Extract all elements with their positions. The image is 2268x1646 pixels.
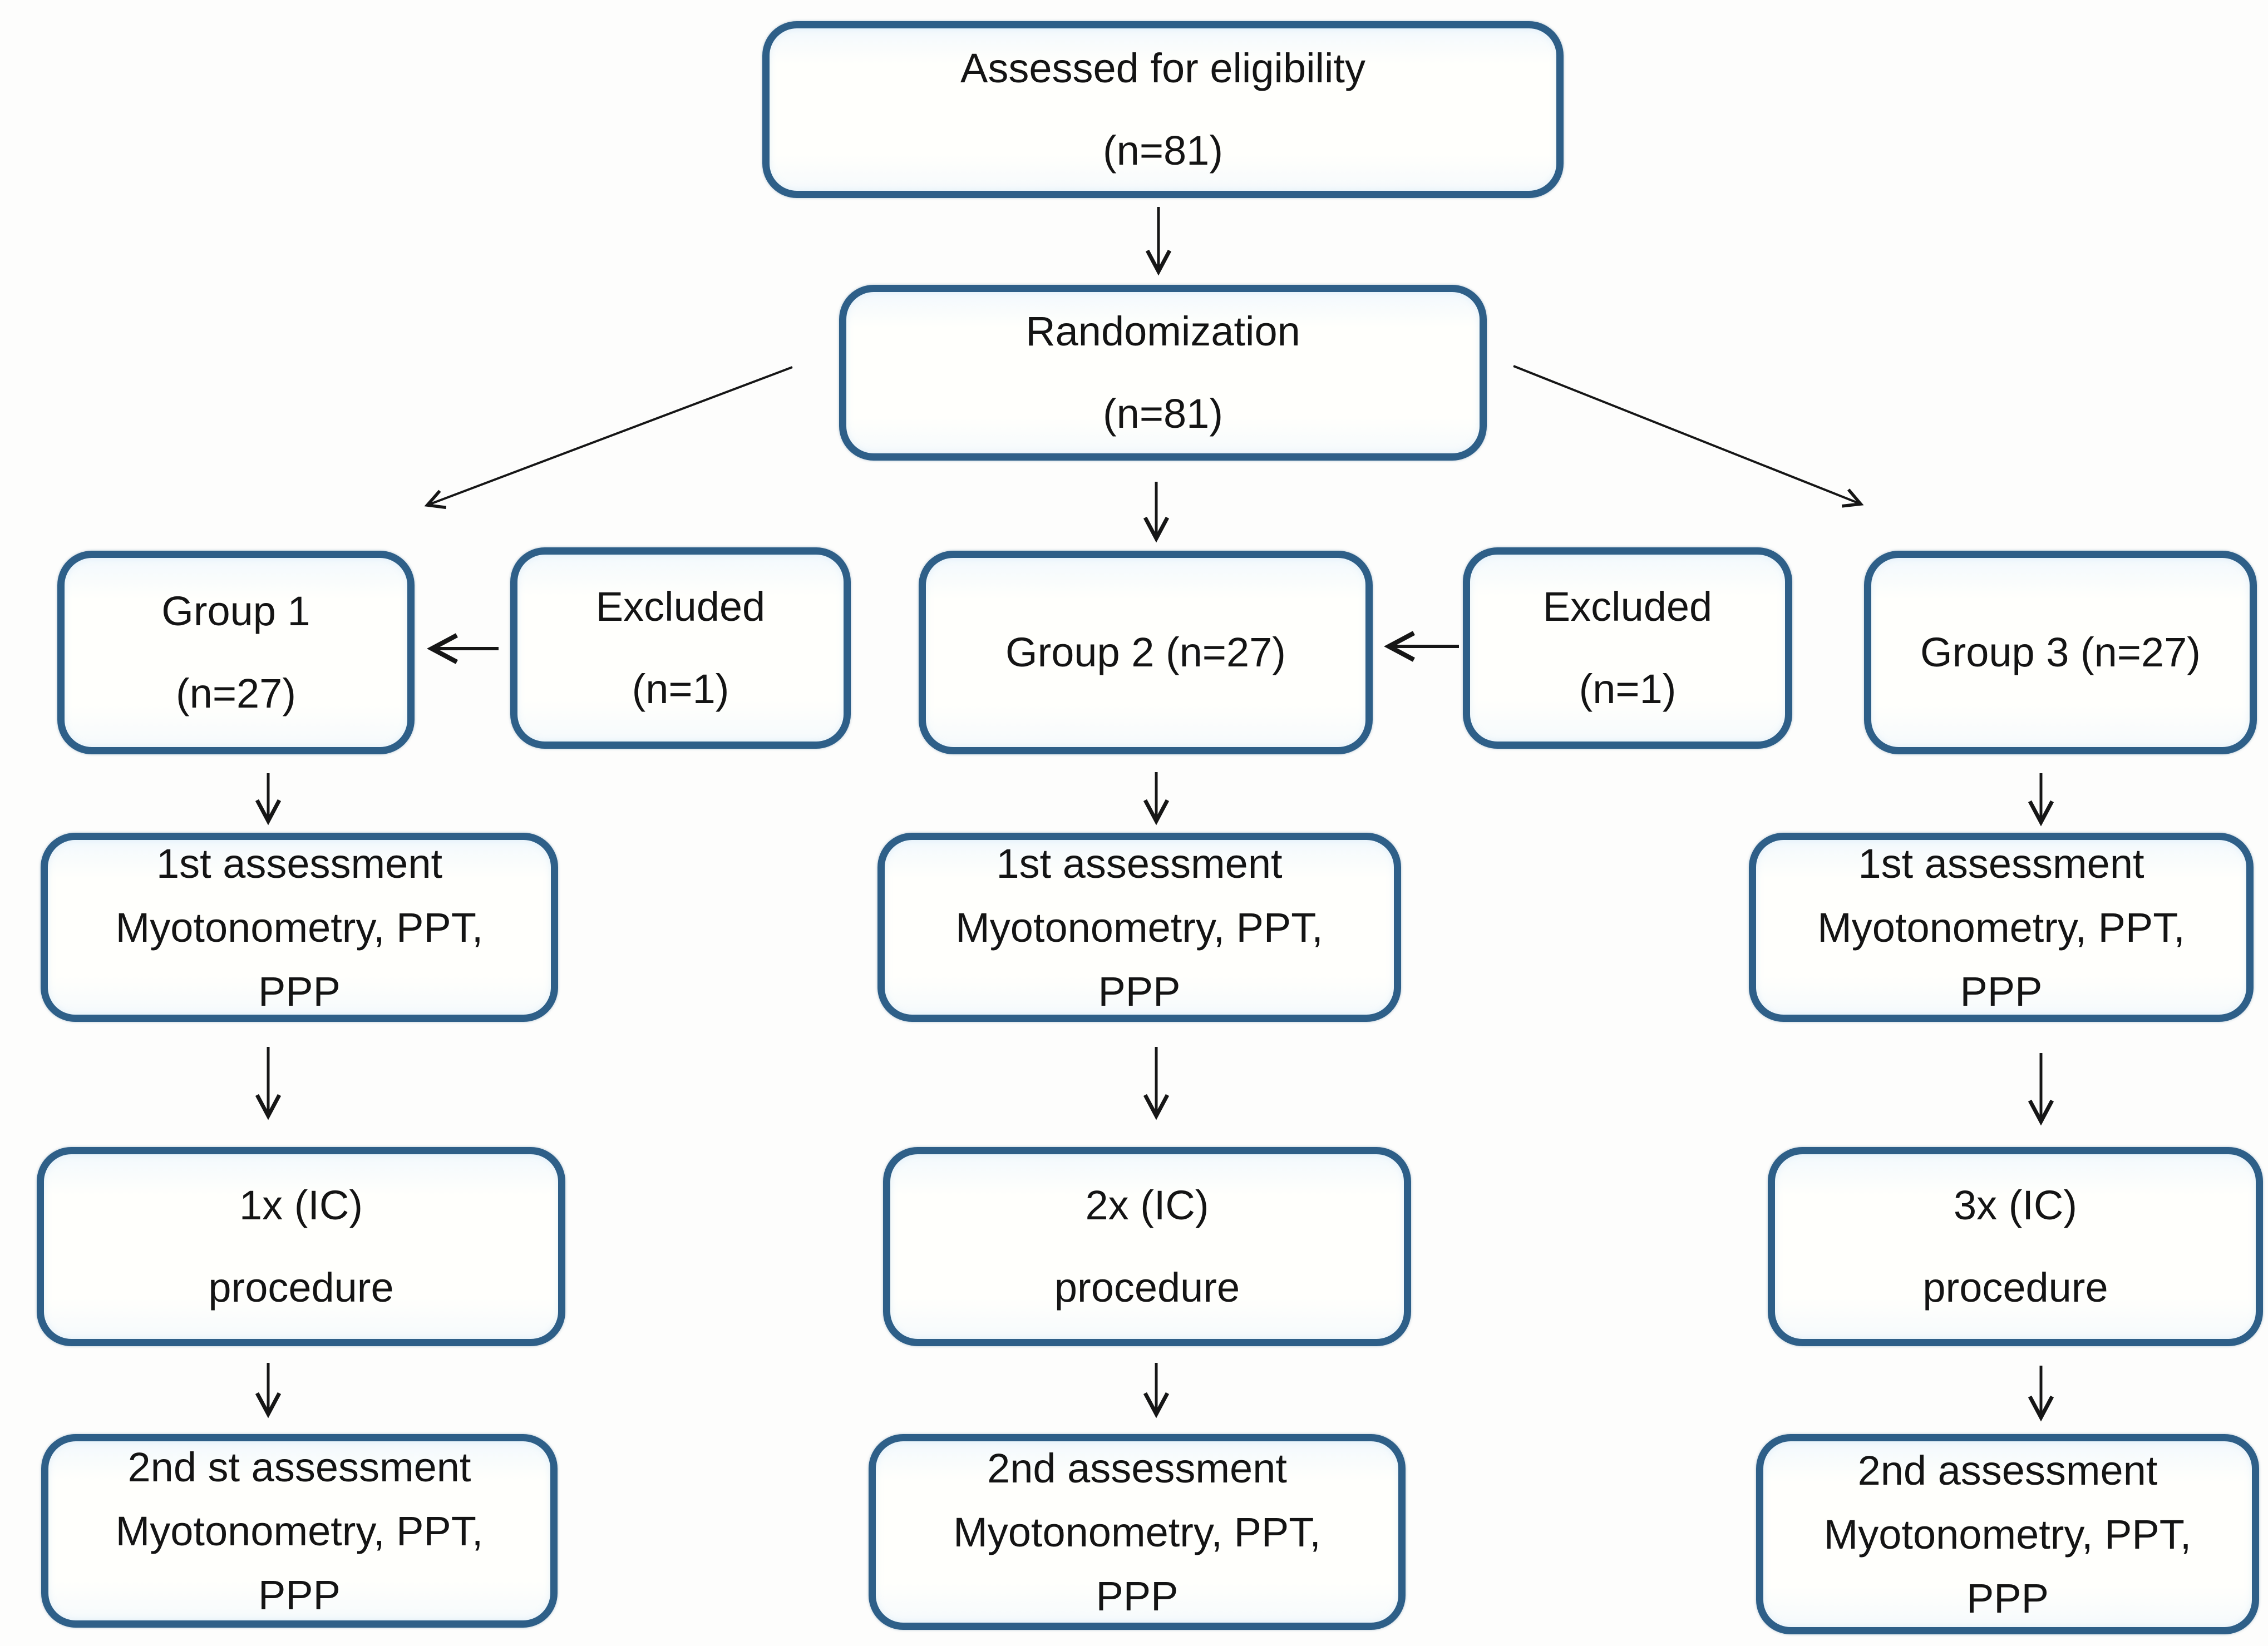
first-assessment-col1-line2: Myotonometry, PPT, (115, 904, 484, 951)
box-second-assessment-col3: 2nd assessment Myotonometry, PPT, PPP (1756, 1434, 2259, 1634)
first-assessment-col3-line3: PPP (1960, 968, 2043, 1015)
excluded-right-count: (n=1) (1579, 666, 1677, 712)
first-assessment-col3-line2: Myotonometry, PPT, (1817, 904, 2185, 951)
randomization-line1: Randomization (1025, 308, 1300, 354)
first-assessment-col2-line3: PPP (1098, 968, 1181, 1015)
randomization-count: (n=81) (1103, 391, 1223, 437)
box-excluded-left: Excluded (n=1) (510, 547, 851, 749)
second-assessment-col2-line3: PPP (1096, 1573, 1179, 1619)
first-assessment-col2-line2: Myotonometry, PPT, (955, 904, 1323, 951)
second-assessment-col1-line3: PPP (258, 1571, 341, 1618)
group3-line1: Group 3 (n=27) (1920, 629, 2201, 675)
box-excluded-right: Excluded (n=1) (1463, 547, 1792, 749)
second-assessment-col3-line2: Myotonometry, PPT, (1823, 1511, 2192, 1558)
box-assessed-for-eligibility: Assessed for eligibility (n=81) (762, 21, 1564, 198)
procedure-col3-line2: procedure (1922, 1264, 2108, 1311)
procedure-col2-line1: 2x (IC) (1085, 1182, 1209, 1228)
box-second-assessment-col2: 2nd assessment Myotonometry, PPT, PPP (869, 1434, 1406, 1630)
procedure-col2-line2: procedure (1054, 1264, 1240, 1311)
second-assessment-col1-line1: 2nd st assessment (127, 1444, 471, 1490)
box-first-assessment-col1: 1st assessment Myotonometry, PPT, PPP (41, 833, 558, 1022)
arrow-randomization-to-group3-diagonal (1513, 365, 1864, 508)
procedure-col1-line1: 1x (IC) (239, 1182, 363, 1228)
excluded-right-line1: Excluded (1542, 584, 1713, 630)
first-assessment-col3-line1: 1st assessment (1858, 840, 2144, 887)
first-assessment-col2-line1: 1st assessment (996, 840, 1283, 887)
eligibility-count: (n=81) (1103, 127, 1223, 174)
second-assessment-col1-line2: Myotonometry, PPT, (115, 1507, 484, 1554)
group1-count: (n=27) (176, 670, 296, 716)
box-randomization: Randomization (n=81) (839, 285, 1487, 461)
second-assessment-col3-line3: PPP (1966, 1575, 2049, 1622)
procedure-col3-line1: 3x (IC) (1954, 1182, 2077, 1228)
first-assessment-col1-line3: PPP (258, 968, 341, 1015)
procedure-col1-line2: procedure (208, 1264, 394, 1311)
box-group-1: Group 1 (n=27) (57, 551, 415, 754)
box-second-assessment-col1: 2nd st assessment Myotonometry, PPT, PPP (41, 1434, 558, 1628)
excluded-left-count: (n=1) (632, 666, 729, 712)
box-procedure-col1: 1x (IC) procedure (37, 1147, 565, 1346)
group2-line1: Group 2 (n=27) (1005, 629, 1286, 675)
excluded-left-line1: Excluded (595, 584, 766, 630)
first-assessment-col1-line1: 1st assessment (156, 840, 443, 887)
box-procedure-col3: 3x (IC) procedure (1768, 1147, 2263, 1346)
second-assessment-col2-line2: Myotonometry, PPT, (953, 1509, 1321, 1555)
eligibility-line1: Assessed for eligibility (960, 45, 1365, 91)
box-group-2: Group 2 (n=27) (919, 551, 1373, 754)
box-procedure-col2: 2x (IC) procedure (883, 1147, 1411, 1346)
box-first-assessment-col3: 1st assessment Myotonometry, PPT, PPP (1749, 833, 2254, 1022)
second-assessment-col3-line1: 2nd assessment (1857, 1447, 2158, 1494)
box-group-3: Group 3 (n=27) (1864, 551, 2257, 754)
group1-line1: Group 1 (161, 588, 310, 634)
arrow-randomization-to-group1-diagonal (424, 366, 793, 510)
box-first-assessment-col2: 1st assessment Myotonometry, PPT, PPP (877, 833, 1401, 1022)
second-assessment-col2-line1: 2nd assessment (987, 1445, 1287, 1491)
